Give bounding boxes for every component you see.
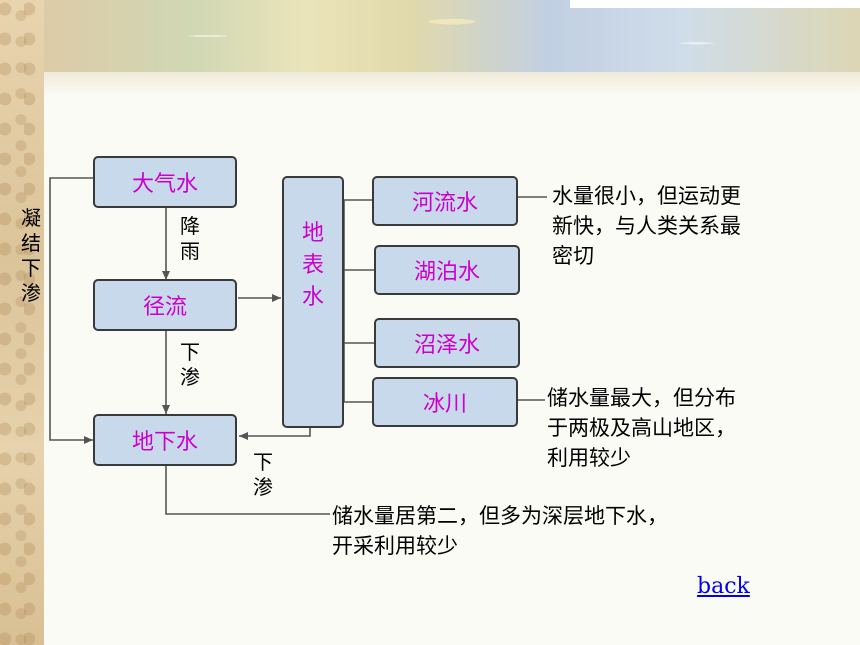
label-seep-runoff: 下 渗	[179, 340, 201, 390]
back-link[interactable]: back	[697, 574, 750, 599]
label-condense-seep-char-4: 渗	[21, 281, 41, 305]
label-seep-surface: 下 渗	[252, 450, 274, 500]
note-glacier-line-3: 利用较少	[547, 446, 631, 470]
node-lake-water-label: 湖泊水	[413, 260, 480, 285]
label-rain-char-2: 雨	[180, 239, 200, 263]
node-swamp-water: 沼泽水	[374, 318, 520, 368]
node-surface-water-char-3: 水	[301, 285, 324, 310]
label-condense-seep-char-3: 下	[21, 256, 41, 280]
label-seep-runoff-char-2: 渗	[180, 365, 200, 389]
node-swamp-water-label: 沼泽水	[413, 333, 480, 358]
node-groundwater: 地下水	[93, 414, 237, 466]
label-seep-surface-char-2: 渗	[253, 475, 273, 499]
node-atmospheric-water: 大气水	[93, 156, 237, 208]
note-river-line-2: 新快，与人类关系最	[552, 214, 741, 238]
label-seep-surface-char-1: 下	[253, 450, 273, 474]
note-river-line-1: 水量很小，但运动更	[552, 184, 741, 208]
note-river-water: 水量很小，但运动更 新快，与人类关系最 密切	[552, 181, 741, 271]
note-glacier-line-2: 于两极及高山地区，	[547, 416, 736, 440]
decorative-top-banner	[44, 0, 860, 72]
label-rain-char-1: 降	[180, 214, 200, 238]
node-river-water-label: 河流水	[411, 191, 478, 216]
node-river-water: 河流水	[372, 176, 518, 226]
note-groundwater: 储水量居第二，但多为深层地下水， 开采利用较少	[332, 501, 668, 561]
edge-groundwater-note	[165, 466, 330, 515]
node-surface-water: 地 表 水	[282, 176, 344, 428]
decorative-top-white-bar	[570, 0, 860, 8]
label-condense-seep-char-2: 结	[21, 231, 41, 255]
node-atmospheric-water-label: 大气水	[131, 172, 198, 197]
decorative-top-fade	[44, 72, 860, 96]
label-condense-seep-char-1: 凝	[21, 206, 41, 230]
note-river-line-3: 密切	[552, 244, 594, 268]
node-glacier: 冰川	[372, 377, 518, 427]
note-glacier-line-1: 储水量最大，但分布	[547, 386, 736, 410]
decorative-left-strip	[0, 0, 44, 645]
node-lake-water: 湖泊水	[374, 245, 520, 295]
node-runoff: 径流	[93, 279, 237, 331]
note-groundwater-line-2: 开采利用较少	[332, 534, 458, 558]
edge-surface-to-groundwater	[239, 426, 311, 440]
node-groundwater-label: 地下水	[131, 430, 198, 455]
node-glacier-label: 冰川	[422, 392, 467, 417]
label-rain: 降 雨	[179, 214, 201, 264]
node-surface-water-char-2: 表	[301, 253, 324, 278]
label-seep-runoff-char-1: 下	[180, 340, 200, 364]
label-condense-seep: 凝 结 下 渗	[20, 206, 42, 306]
note-glacier: 储水量最大，但分布 于两极及高山地区， 利用较少	[547, 383, 736, 473]
note-groundwater-line-1: 储水量居第二，但多为深层地下水，	[332, 504, 668, 528]
node-runoff-label: 径流	[142, 295, 187, 320]
node-surface-water-char-1: 地	[301, 221, 324, 246]
edge-condense-seep	[49, 177, 93, 444]
